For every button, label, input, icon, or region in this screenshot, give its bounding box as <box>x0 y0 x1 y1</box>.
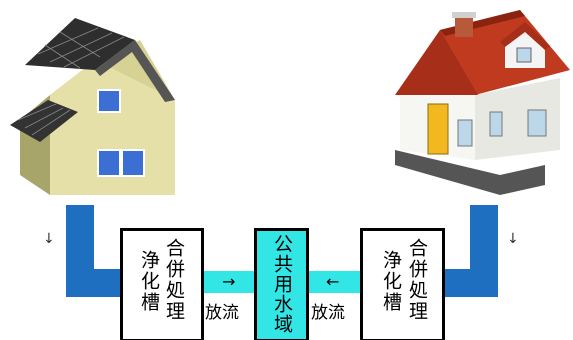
public-water-body <box>254 228 309 340</box>
right-flow-label: 放流 <box>311 303 345 323</box>
left-down-arrow: ↓ <box>43 231 55 247</box>
right-tank-label-col1: 浄化槽 <box>380 250 402 313</box>
right-tank-col1-text: 浄化槽 <box>380 250 402 313</box>
left-flow-label: 放流 <box>205 303 239 323</box>
left-house <box>10 18 175 195</box>
public-water-text: 公共用水域 <box>271 234 293 334</box>
left-flow-arrow: → <box>222 272 236 291</box>
left-tank-col2-text: 合併処理 <box>163 238 185 322</box>
public-water-label: 公共用水域 <box>271 234 293 334</box>
left-septic-tank <box>120 228 204 340</box>
right-flow-arrow: ← <box>326 272 340 291</box>
left-discharge-channel <box>203 271 255 293</box>
right-tank-col2-text: 合併処理 <box>406 238 428 322</box>
right-pipe <box>443 205 498 297</box>
right-discharge-channel <box>308 271 361 293</box>
left-tank-col1-text: 浄化槽 <box>138 250 160 313</box>
left-pipe <box>66 205 122 297</box>
left-tank-label-col2: 合併処理 <box>163 238 185 322</box>
right-down-arrow: ↓ <box>507 231 519 247</box>
left-tank-label-col1: 浄化槽 <box>138 250 160 313</box>
right-house <box>395 10 570 195</box>
right-tank-label-col2: 合併処理 <box>406 238 428 322</box>
right-septic-tank <box>360 228 445 340</box>
